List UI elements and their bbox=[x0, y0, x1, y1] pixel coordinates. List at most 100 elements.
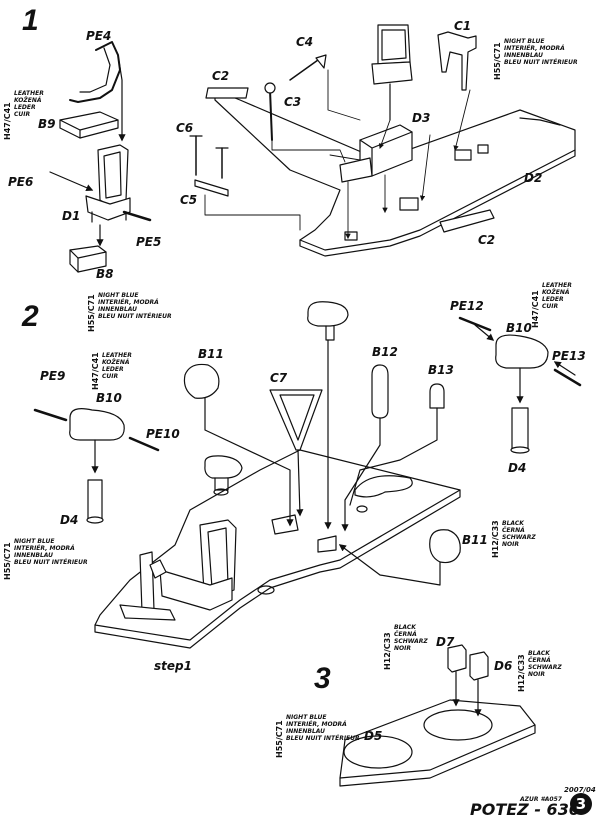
label-pe5: PE5 bbox=[136, 235, 162, 249]
footer-page-badge: 3 bbox=[570, 793, 592, 815]
paint-note-nightblue-2: NIGHT BLUE INTERIÉR, MODRÁ INNENBLAU BLE… bbox=[98, 292, 172, 320]
note-line: KOŽENÁ bbox=[102, 359, 130, 366]
note-line: ČERNÁ bbox=[528, 657, 551, 664]
paint-code-black-2: H12/C33 bbox=[383, 632, 392, 670]
note-line: INNENBLAU bbox=[98, 306, 138, 313]
paint-code-nightblue-2: H55/C71 bbox=[87, 294, 96, 332]
label-c2-bottom: C2 bbox=[478, 233, 496, 247]
label-b9: B9 bbox=[38, 117, 56, 131]
label-b10-left: B10 bbox=[96, 391, 122, 405]
note-line: INNENBLAU bbox=[504, 52, 544, 59]
note-line: BLACK bbox=[394, 624, 416, 631]
paint-note-leather-3: LEATHER KOŽENÁ LEDER CUIR bbox=[542, 282, 572, 310]
label-b10-right: B10 bbox=[506, 321, 532, 335]
note-line: BLACK bbox=[528, 650, 550, 657]
paint-note-leather-2: LEATHER KOŽENÁ LEDER CUIR bbox=[102, 352, 132, 380]
label-d2: D2 bbox=[524, 171, 543, 185]
label-c5: C5 bbox=[180, 193, 198, 207]
note-line: INNENBLAU bbox=[14, 552, 54, 559]
note-line: LEATHER bbox=[102, 352, 132, 359]
knob-b11-right bbox=[338, 529, 461, 586]
note-line: LEDER bbox=[102, 366, 124, 373]
seat-step1 bbox=[371, 24, 413, 121]
label-c6: C6 bbox=[176, 121, 194, 135]
pe6-pe5-details bbox=[49, 171, 152, 247]
footer-page-number: 3 bbox=[575, 795, 587, 813]
note-line: BLEU NUIT INTÉRIEUR bbox=[504, 59, 578, 66]
part-c1 bbox=[437, 31, 477, 91]
paint-note-nightblue-1: NIGHT BLUE INTERIÉR, MODRÁ INNENBLAU BLE… bbox=[504, 38, 578, 66]
paint-note-nightblue-4: NIGHT BLUE INTERIÉR, MODRÁ INNENBLAU BLE… bbox=[286, 714, 360, 742]
label-c4: C4 bbox=[296, 35, 314, 49]
footer-azur: AZUR #A057 bbox=[520, 796, 562, 803]
note-line: LEATHER bbox=[14, 90, 44, 97]
note-line: LEATHER bbox=[542, 282, 572, 289]
label-b11-left: B11 bbox=[198, 347, 224, 361]
note-line: SCHWARZ bbox=[528, 664, 562, 671]
note-line: SCHWARZ bbox=[394, 638, 428, 645]
label-b8: B8 bbox=[96, 267, 114, 281]
note-line: INTERIÉR, MODRÁ bbox=[14, 545, 75, 552]
label-d5: D5 bbox=[364, 729, 383, 743]
label-d6: D6 bbox=[494, 659, 513, 673]
note-line: INTERIÉR, MODRÁ bbox=[98, 299, 159, 306]
note-line: NIGHT BLUE bbox=[504, 38, 545, 45]
paint-code-nightblue-4: H55/C71 bbox=[275, 720, 284, 758]
label-pe6: PE6 bbox=[8, 175, 34, 189]
note-line: NIGHT BLUE bbox=[98, 292, 139, 299]
step-number-3: 3 bbox=[314, 662, 331, 695]
note-line: CUIR bbox=[14, 111, 31, 118]
knob-b11-left bbox=[183, 363, 294, 527]
note-line: LEDER bbox=[14, 104, 36, 111]
label-pe13: PE13 bbox=[552, 349, 586, 363]
note-line: KOŽENÁ bbox=[542, 289, 570, 296]
paint-note-black-3: BLACK ČERNÁ SCHWARZ NOIR bbox=[528, 650, 562, 678]
note-line: NOIR bbox=[502, 541, 519, 548]
note-line: NIGHT BLUE bbox=[14, 538, 55, 545]
footer-title: POTEZ - 630 bbox=[470, 800, 580, 819]
note-line: KOŽENÁ bbox=[14, 97, 42, 104]
note-line: BLEU NUIT INTÉRIEUR bbox=[286, 735, 360, 742]
paint-code-black-1: H12/C33 bbox=[491, 520, 500, 558]
note-line: ČERNÁ bbox=[502, 527, 525, 534]
label-c1: C1 bbox=[454, 19, 472, 33]
label-d3: D3 bbox=[412, 111, 431, 125]
label-pe12: PE12 bbox=[450, 299, 484, 313]
strip-c2-bottom bbox=[439, 209, 495, 233]
label-d1: D1 bbox=[62, 209, 81, 223]
label-d4-right: D4 bbox=[508, 461, 527, 475]
label-d7: D7 bbox=[436, 635, 455, 649]
cushion-b9 bbox=[59, 111, 119, 139]
note-line: BLACK bbox=[502, 520, 524, 527]
note-line: NOIR bbox=[394, 645, 411, 652]
seat-small-middle bbox=[204, 455, 243, 496]
note-line: INTERIÉR, MODRÁ bbox=[504, 45, 565, 52]
guide-lines-step1 bbox=[204, 69, 471, 240]
footer-date: 2007/04 bbox=[564, 786, 596, 794]
label-d4-left: D4 bbox=[60, 513, 79, 527]
seat-pole-top bbox=[307, 301, 349, 530]
note-line: BLEU NUIT INTÉRIEUR bbox=[14, 559, 88, 566]
cylinder-b12 bbox=[341, 364, 389, 532]
note-line: INNENBLAU bbox=[286, 728, 326, 735]
label-c2-top: C2 bbox=[212, 69, 230, 83]
note-line: ČERNÁ bbox=[394, 631, 417, 638]
strip-c2-top bbox=[205, 87, 249, 99]
label-pe9: PE9 bbox=[40, 369, 66, 383]
seat-d4-right bbox=[458, 316, 582, 454]
part-c3-c4 bbox=[264, 54, 327, 141]
step-number-1: 1 bbox=[22, 4, 39, 37]
note-line: SCHWARZ bbox=[502, 534, 536, 541]
note-line: INTERIÉR, MODRÁ bbox=[286, 721, 347, 728]
paint-code-leather-2: H47/C41 bbox=[91, 352, 100, 390]
note-line: NOIR bbox=[528, 671, 545, 678]
paint-note-black-1: BLACK ČERNÁ SCHWARZ NOIR bbox=[502, 520, 536, 548]
paint-code-leather-3: H47/C41 bbox=[531, 290, 540, 328]
paint-note-black-2: BLACK ČERNÁ SCHWARZ NOIR bbox=[394, 624, 428, 652]
paint-code-nightblue-1: H55/C71 bbox=[493, 42, 502, 80]
label-c7: C7 bbox=[270, 371, 288, 385]
paint-code-leather-1: H47/C41 bbox=[3, 102, 12, 140]
seat-d4-left bbox=[33, 408, 160, 524]
note-line: LEDER bbox=[542, 296, 564, 303]
